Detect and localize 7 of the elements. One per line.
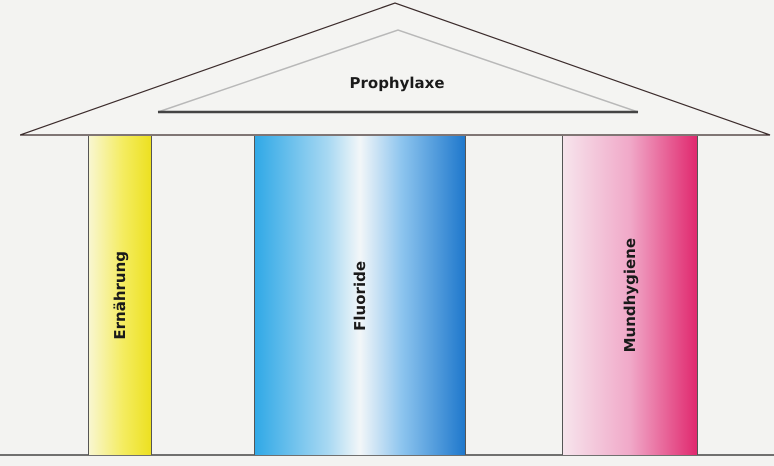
pillar-label: Mundhygiene xyxy=(621,238,639,353)
pillar-label: Fluoride xyxy=(351,260,369,330)
pillar-label: Ernährung xyxy=(111,251,129,340)
pillar xyxy=(562,136,698,455)
pillar xyxy=(254,136,466,455)
pillar xyxy=(88,136,152,455)
roof-title: Prophylaxe xyxy=(350,74,444,92)
